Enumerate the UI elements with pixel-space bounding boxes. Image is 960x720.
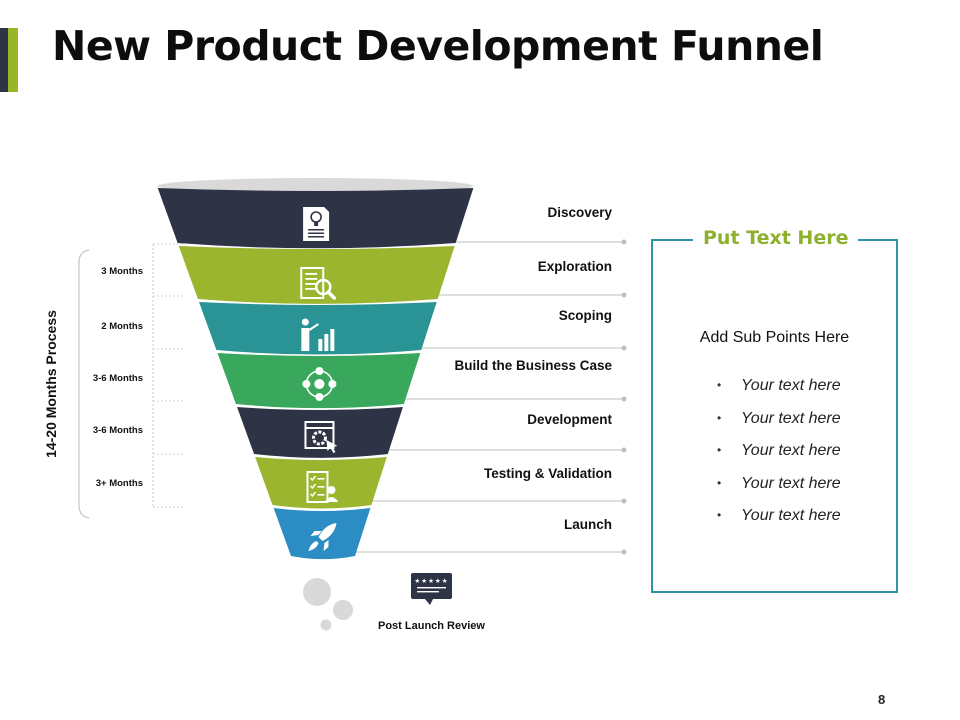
stage-label: Scoping — [559, 308, 612, 323]
bullet-text: Your text here — [741, 377, 841, 394]
stage-label: Build the Business Case — [454, 358, 612, 373]
leader-dot — [621, 292, 627, 298]
timeline-brace — [78, 249, 90, 519]
rocket-icon — [308, 523, 337, 551]
stage-label: Launch — [564, 517, 612, 532]
page-number: 8 — [878, 692, 886, 707]
duration-label: 2 Months — [101, 321, 143, 332]
bullet-dot: • — [717, 508, 722, 522]
leader-dot — [621, 498, 627, 504]
leader-dot — [621, 239, 627, 245]
stage-label: Testing & Validation — [484, 466, 612, 481]
duration-label: 3-6 Months — [93, 425, 143, 436]
leader-dot — [621, 345, 627, 351]
presenter-chart-icon — [301, 318, 335, 351]
leader-dot — [621, 396, 627, 402]
thought-bubble-small — [320, 619, 332, 631]
bullet-text: Your text here — [741, 409, 841, 427]
funnel-rim — [157, 178, 474, 194]
stage-label: Exploration — [538, 259, 612, 274]
review-rating-icon: ★★★★★ — [411, 573, 452, 605]
duration-label: 3+ Months — [96, 478, 143, 489]
bullet-dot: • — [717, 475, 722, 490]
accent-bar-dark — [0, 28, 8, 92]
bullet-dot: • — [717, 443, 722, 457]
checklist-user-icon — [306, 471, 339, 503]
leader-dot — [621, 447, 627, 453]
business-network-icon — [302, 367, 337, 401]
stage-label: Development — [527, 412, 612, 427]
bullet-dot: • — [717, 410, 722, 425]
bullet-dot: • — [717, 378, 722, 392]
duration-label: 3-6 Months — [93, 373, 143, 384]
thought-bubble-medium — [333, 600, 353, 620]
funnel-band-2 — [178, 246, 455, 304]
review-stars: ★★★★★ — [414, 577, 448, 585]
bullet-text: Your text here — [741, 474, 841, 492]
thought-bubble-large — [303, 578, 331, 606]
process-label: 14-20 Months Process — [43, 310, 59, 458]
bullet-text: Your text here — [741, 442, 841, 459]
accent-bar-green — [8, 28, 18, 92]
browser-settings-icon — [304, 421, 338, 453]
slide-title: New Product Development Funnel — [52, 22, 824, 70]
funnel-band-3 — [199, 302, 437, 355]
box-subtitle: Add Sub Points Here — [699, 329, 850, 346]
idea-document-icon — [303, 207, 330, 241]
post-launch-label: Post Launch Review — [378, 620, 485, 632]
document-search-icon — [300, 267, 337, 300]
bullet-text: Your text here — [741, 507, 841, 524]
leader-dot — [621, 549, 627, 555]
stage-label: Discovery — [547, 205, 612, 220]
funnel-band-6 — [255, 457, 387, 509]
text-box: Put Text Here Add Sub Points Here • Your … — [651, 227, 898, 593]
box-title: Put Text Here — [693, 227, 859, 249]
duration-label: 3 Months — [101, 266, 143, 277]
